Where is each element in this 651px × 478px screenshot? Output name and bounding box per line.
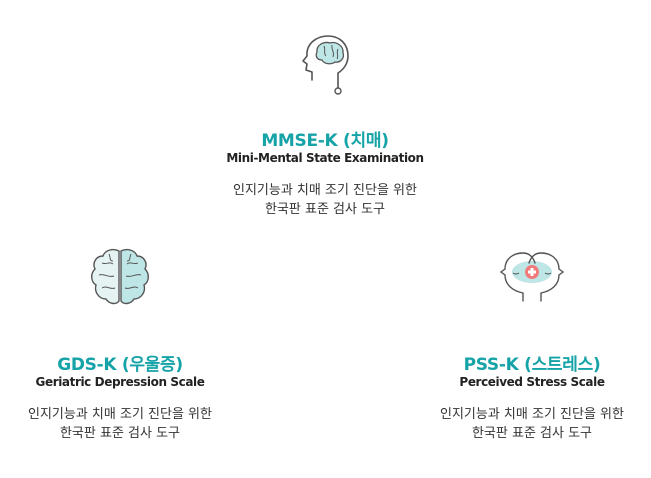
- card-title: PSS-K (스트레스): [463, 355, 601, 375]
- description-line: 인지기능과 치매 조기 진단을 위한: [233, 183, 417, 198]
- mmse-card: MMSE-K (치매) Mini-Mental State Examinatio…: [175, 30, 475, 219]
- card-subtitle: Geriatric Depression Scale: [35, 375, 205, 389]
- brain-icon: [91, 248, 149, 305]
- card-title: MMSE-K (치매): [261, 131, 389, 151]
- card-title: GDS-K (우울증): [57, 355, 183, 375]
- card-description: 인지기능과 치매 조기 진단을 위한 한국판 표준 검사 도구: [412, 405, 651, 443]
- description-line: 한국판 표준 검사 도구: [264, 202, 386, 217]
- gds-card: GDS-K (우울증) Geriatric Depression Scale 인…: [0, 245, 240, 443]
- head-brain-icon: [302, 35, 349, 95]
- card-description: 인지기능과 치매 조기 진단을 위한 한국판 표준 검사 도구: [175, 181, 475, 219]
- two-heads-cross-icon: [499, 252, 565, 302]
- description-line: 인지기능과 치매 조기 진단을 위한: [440, 407, 624, 422]
- card-subtitle: Perceived Stress Scale: [459, 375, 605, 389]
- card-subtitle: Mini-Mental State Examination: [226, 151, 424, 165]
- description-line: 한국판 표준 검사 도구: [59, 426, 181, 441]
- card-description: 인지기능과 치매 조기 진단을 위한 한국판 표준 검사 도구: [0, 405, 240, 443]
- description-line: 인지기능과 치매 조기 진단을 위한: [28, 407, 212, 422]
- pss-card: PSS-K (스트레스) Perceived Stress Scale 인지기능…: [412, 245, 651, 443]
- description-line: 한국판 표준 검사 도구: [471, 426, 593, 441]
